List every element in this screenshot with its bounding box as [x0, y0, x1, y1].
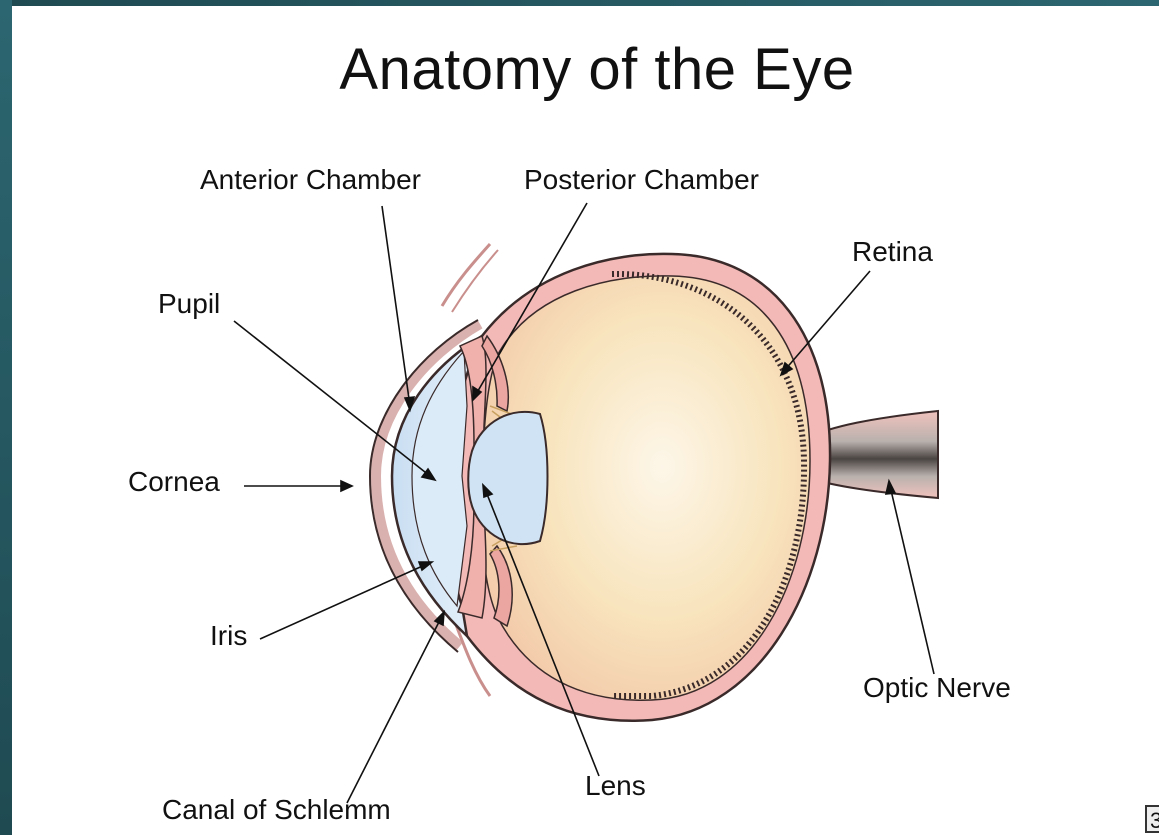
leader-iris — [260, 564, 427, 639]
label-lens: Lens — [585, 772, 646, 800]
leader-anterior-chamber — [382, 206, 410, 406]
label-retina: Retina — [852, 238, 933, 266]
label-anterior-chamber: Anterior Chamber — [200, 166, 421, 194]
slide-frame-left — [0, 0, 12, 835]
label-iris: Iris — [210, 622, 247, 650]
label-pupil: Pupil — [158, 290, 220, 318]
slide-canvas: Anatomy of the Eye — [12, 6, 1159, 835]
upper-muscle-strand — [442, 244, 490, 306]
slide-number: 3 — [1145, 805, 1159, 833]
eye-anatomy-diagram — [12, 6, 1159, 835]
leader-optic-nerve — [890, 486, 934, 674]
label-canal-of-schlemm: Canal of Schlemm — [162, 796, 391, 824]
leader-canal-of-schlemm — [347, 616, 442, 803]
label-optic-nerve: Optic Nerve — [863, 674, 1011, 702]
label-posterior-chamber: Posterior Chamber — [524, 166, 759, 194]
label-cornea: Cornea — [128, 468, 220, 496]
